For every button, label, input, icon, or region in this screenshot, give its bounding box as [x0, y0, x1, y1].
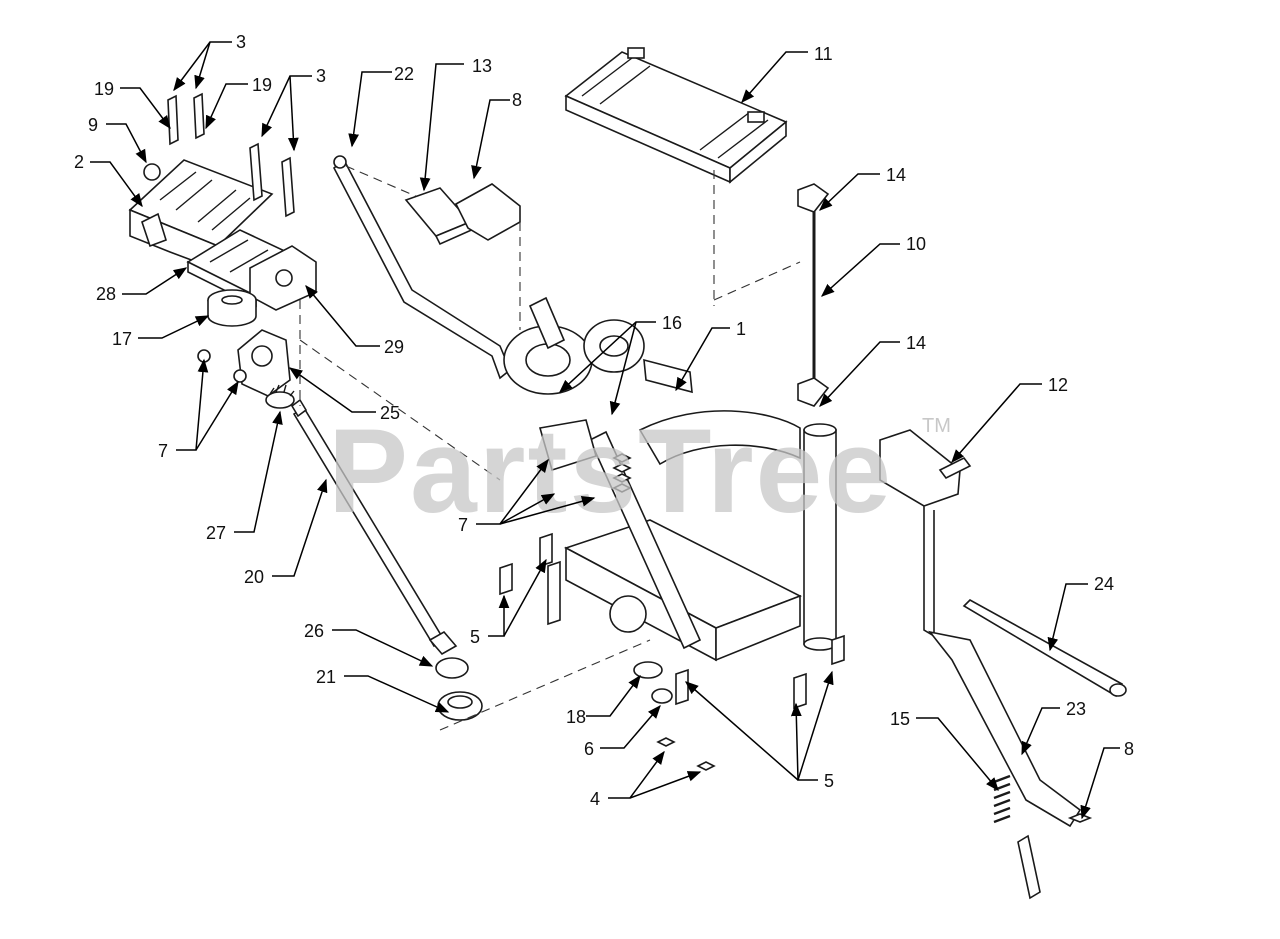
- assembly-lines: [299, 170, 801, 731]
- callout-29: 29: [384, 337, 404, 357]
- pedal-part: [404, 183, 521, 330]
- bushing-part: [207, 289, 257, 327]
- callout-14-top: 14: [886, 165, 906, 185]
- callout-26: 26: [304, 621, 324, 641]
- watermark-trademark: TM: [922, 415, 951, 437]
- callout-28: 28: [96, 284, 116, 304]
- callout-9: 9: [88, 115, 98, 135]
- rod-part: [962, 599, 1127, 698]
- battery-part: [564, 47, 788, 184]
- callout-3-top-mid: 3: [316, 66, 326, 86]
- callout-23: 23: [1066, 699, 1086, 719]
- callout-20: 20: [244, 567, 264, 587]
- callout-19-right: 19: [252, 75, 272, 95]
- callout-19-left: 19: [94, 79, 114, 99]
- frame-part: [538, 410, 802, 662]
- spring-part: [993, 774, 1041, 900]
- callout-3-top-left: 3: [236, 32, 246, 52]
- lever-part: [879, 429, 972, 638]
- callout-13: 13: [472, 56, 492, 76]
- callout-15: 15: [890, 709, 910, 729]
- callout-17: 17: [112, 329, 132, 349]
- callout-22: 22: [394, 64, 414, 84]
- callout-1: 1: [736, 319, 746, 339]
- callout-24: 24: [1094, 574, 1114, 594]
- callout-11: 11: [814, 44, 833, 64]
- steering-gear-part: [237, 329, 291, 397]
- callout-4: 4: [590, 789, 600, 809]
- callout-25: 25: [380, 403, 400, 423]
- callout-12: 12: [1048, 375, 1068, 395]
- pulley-assembly-part: [503, 296, 693, 395]
- callout-10: 10: [906, 234, 926, 254]
- callout-27: 27: [206, 523, 226, 543]
- watermark: PartsTree TM: [328, 404, 951, 538]
- callout-5-left: 5: [470, 627, 480, 647]
- leader-lines: [90, 41, 1120, 820]
- callout-8-right: 8: [1124, 739, 1134, 759]
- fasteners-part: [143, 92, 1093, 823]
- gear-part: [265, 384, 295, 409]
- control-panel-part: [128, 159, 274, 272]
- callout-16: 16: [662, 313, 682, 333]
- callout-5-right: 5: [824, 771, 834, 791]
- callout-18: 18: [566, 707, 586, 727]
- callout-14-bottom: 14: [906, 333, 926, 353]
- callout-7-center: 7: [458, 515, 468, 535]
- callout-8-top: 8: [512, 90, 522, 110]
- callout-21: 21: [316, 667, 336, 687]
- callout-6: 6: [584, 739, 594, 759]
- callout-7-left: 7: [158, 441, 168, 461]
- watermark-text: PartsTree: [328, 404, 893, 538]
- callout-labels: 3 19 19 3 22 13 8 11 9 2 14 10 28 17 29 …: [74, 32, 1134, 809]
- callout-2: 2: [74, 152, 84, 172]
